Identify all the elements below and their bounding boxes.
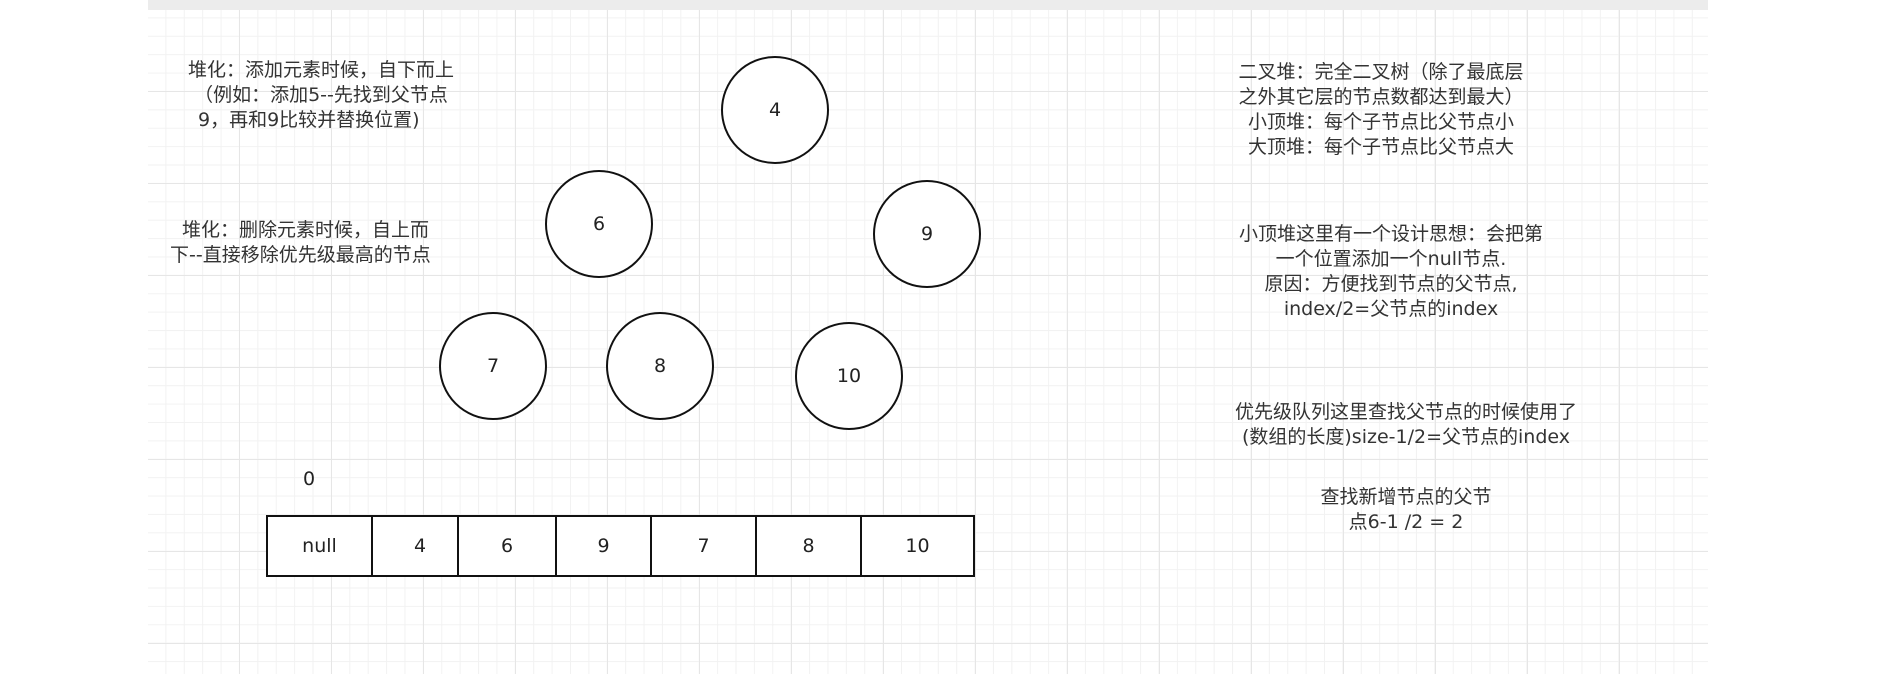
array-cell[interactable]: 10	[860, 515, 975, 577]
array-cell[interactable]: 4	[371, 515, 469, 577]
canvas-top-bar	[148, 0, 1708, 10]
array-cell[interactable]: 8	[755, 515, 862, 577]
note-line: 查找新增节点的父节	[1320, 486, 1492, 508]
note-line: 9，再和9比较并替换位置)	[198, 109, 420, 131]
note-line: 原因：方便找到节点的父节点,	[1264, 273, 1518, 295]
note-find-parent: 查找新增节点的父节 点6-1 /2 = 2	[1296, 485, 1516, 535]
note-line: index/2=父节点的index	[1283, 298, 1499, 320]
note-line: 点6-1 /2 = 2	[1348, 511, 1464, 533]
tree-node[interactable]: 6	[545, 170, 653, 278]
note-heapify-add: 堆化：添加元素时候，自下而上 （例如：添加5--先找到父节点 9，再和9比较并替…	[176, 58, 466, 133]
array-cell[interactable]: 6	[457, 515, 557, 577]
note-line: 优先级队列这里查找父节点的时候使用了	[1234, 401, 1577, 423]
note-line: 堆化：删除元素时候，自上而	[182, 219, 430, 241]
tree-node[interactable]: 7	[439, 312, 547, 420]
tree-node[interactable]: 4	[721, 56, 829, 164]
note-heapify-delete: 堆化：删除元素时候，自上而 下--直接移除优先级最高的节点	[170, 218, 460, 268]
note-line: 下--直接移除优先级最高的节点	[170, 244, 431, 266]
note-line: 二叉堆：完全二叉树（除了最底层	[1238, 61, 1524, 83]
note-line: 大顶堆：每个子节点比父节点大	[1247, 136, 1514, 158]
note-line: 之外其它层的节点数都达到最大）	[1238, 86, 1524, 108]
note-priority-queue: 优先级队列这里查找父节点的时候使用了 (数组的长度)size-1/2=父节点的i…	[1216, 400, 1596, 450]
tree-node[interactable]: 8	[606, 312, 714, 420]
note-line: 堆化：添加元素时候，自下而上	[187, 59, 454, 81]
array-cell[interactable]: null	[266, 515, 373, 577]
note-line: 小顶堆：每个子节点比父节点小	[1247, 111, 1514, 133]
note-line: (数组的长度)size-1/2=父节点的index	[1241, 426, 1570, 448]
note-binary-heap: 二叉堆：完全二叉树（除了最底层 之外其它层的节点数都达到最大） 小顶堆：每个子节…	[1226, 60, 1536, 160]
tree-node[interactable]: 10	[795, 322, 903, 430]
note-line: 一个位置添加一个null节点.	[1275, 248, 1507, 270]
array-cell[interactable]: 9	[555, 515, 652, 577]
note-min-heap-design: 小顶堆这里有一个设计思想：会把第 一个位置添加一个null节点. 原因：方便找到…	[1226, 222, 1556, 322]
note-line: 小顶堆这里有一个设计思想：会把第	[1238, 223, 1543, 245]
tree-node[interactable]: 9	[873, 180, 981, 288]
array-cell[interactable]: 7	[650, 515, 757, 577]
array-index-label: 0	[303, 468, 316, 490]
note-line: （例如：添加5--先找到父节点	[194, 84, 448, 106]
